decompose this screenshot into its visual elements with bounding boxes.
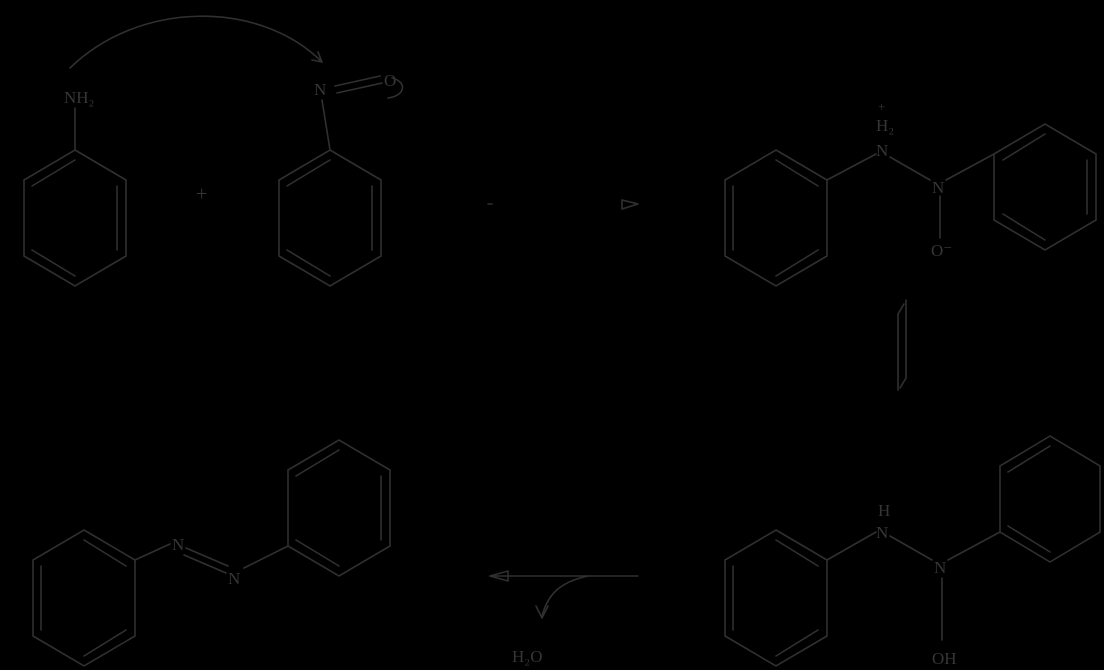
arrowhead bbox=[311, 51, 323, 63]
no-double-bond bbox=[336, 82, 383, 94]
nitrosobenzene-ring bbox=[278, 149, 382, 287]
int-left-inner-bond bbox=[775, 159, 819, 187]
azo-n1-label: N bbox=[172, 535, 184, 554]
azo-right-inner-bond bbox=[295, 449, 340, 477]
reaction-arrow-head bbox=[621, 199, 639, 210]
water-loss-head bbox=[535, 605, 549, 619]
hyd-right-inner-bond bbox=[1007, 525, 1051, 553]
aniline-ring bbox=[23, 149, 127, 287]
hyd-nc-bond bbox=[947, 531, 1001, 561]
intermediate-molecule: + H₂ N N O⁻ bbox=[724, 99, 1097, 287]
int-plus-charge: + bbox=[878, 99, 885, 114]
int-n-label: N bbox=[932, 178, 944, 197]
hyd-oh-label: OH bbox=[932, 649, 957, 668]
azo-n2-label: N bbox=[228, 569, 240, 588]
nitroso-inner-bond bbox=[286, 159, 331, 187]
int-nc-bond bbox=[945, 153, 995, 181]
azo-nn-double-bond bbox=[185, 547, 229, 567]
equilibrium-barb bbox=[897, 303, 905, 315]
nitroso-cn-bond bbox=[321, 99, 331, 151]
azo-left-inner-bond bbox=[83, 629, 127, 657]
equilibrium-barb bbox=[899, 377, 907, 389]
hyd-nh-label: N bbox=[876, 523, 888, 542]
nitroso-o-label: O bbox=[384, 71, 396, 90]
int-right-inner-bond bbox=[1002, 133, 1046, 161]
water-label: H₂O bbox=[512, 647, 542, 666]
aniline-inner-bond bbox=[31, 249, 76, 277]
hyd-cn-bond bbox=[826, 531, 877, 561]
hyd-nn-bond bbox=[889, 535, 933, 561]
hydroxy-left-ring bbox=[724, 529, 828, 667]
azo-left-inner-bond bbox=[83, 539, 127, 567]
int-left-inner-bond bbox=[775, 249, 819, 277]
int-ominus-label: O⁻ bbox=[931, 241, 952, 260]
nh2-label: NH₂ bbox=[64, 88, 94, 107]
aniline-inner-bond bbox=[31, 159, 76, 187]
azo-nn-double-bond bbox=[183, 554, 227, 574]
azo-right-inner-bond bbox=[295, 539, 340, 567]
electron-pushing-arrow bbox=[69, 15, 323, 69]
intermediate-right-ring bbox=[993, 123, 1097, 251]
hyd-h-label: H bbox=[878, 501, 890, 520]
plus-sign: + bbox=[196, 183, 207, 205]
azobenzene-molecule: N N bbox=[32, 439, 391, 667]
azo-nc-bond bbox=[243, 545, 289, 569]
nitroso-inner-bond bbox=[286, 249, 331, 277]
no-double-bond bbox=[334, 75, 381, 87]
reaction-arrow-head bbox=[489, 570, 509, 582]
intermediate-left-ring bbox=[724, 149, 828, 287]
nitroso-n-label: N bbox=[314, 80, 326, 99]
azo-right-ring bbox=[287, 439, 391, 577]
int-nn-bond bbox=[889, 156, 931, 181]
hyd-left-inner-bond bbox=[775, 629, 819, 657]
azo-left-ring bbox=[32, 529, 136, 667]
water-loss-curve bbox=[541, 575, 589, 617]
lone-pair-arrow bbox=[387, 77, 404, 99]
int-nplus-label: N bbox=[876, 141, 888, 160]
equilibrium-arrows bbox=[897, 299, 907, 391]
hyd-left-inner-bond bbox=[775, 539, 819, 567]
dehydration-arrow: H₂O bbox=[489, 570, 639, 666]
azo-cn-bond bbox=[134, 543, 171, 561]
hydroxy-intermediate-molecule: H N N OH bbox=[724, 435, 1101, 668]
hyd-right-inner-bond bbox=[1007, 445, 1051, 473]
int-right-inner-bond bbox=[1002, 213, 1046, 241]
int-cn-bond bbox=[826, 153, 877, 181]
aniline-molecule: NH₂ bbox=[23, 88, 127, 287]
hydroxy-right-ring bbox=[999, 435, 1101, 563]
int-h2-label: H₂ bbox=[876, 116, 894, 135]
nitrosobenzene-molecule: N O bbox=[278, 71, 404, 287]
hyd-n-label: N bbox=[934, 558, 946, 577]
